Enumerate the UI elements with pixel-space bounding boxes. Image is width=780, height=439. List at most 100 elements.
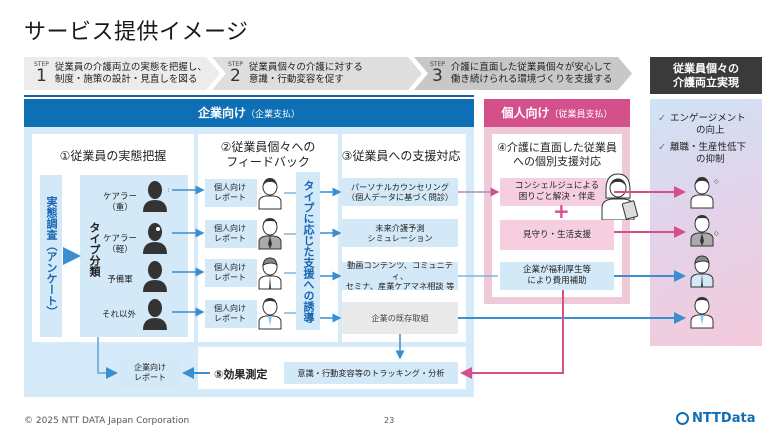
concierge-box: コンシェルジュによる困りごと解決・伴走 <box>500 178 614 206</box>
service-line: 未来介護予測 <box>375 222 425 233</box>
goal-check-text: エンゲージメント <box>669 113 746 124</box>
personal-sub: （従業員支払） <box>549 110 613 120</box>
section-2-title-line: ②従業員個々への <box>220 140 316 154</box>
type-name: それ以外 <box>101 310 136 320</box>
employee-man-icon <box>258 218 282 250</box>
section-3-title: ③従業員への支援対応 <box>341 149 461 163</box>
step-number: 1 <box>36 66 47 86</box>
goal-check-text: の向上 <box>696 125 725 136</box>
person-silhouette-icon: ⁝ <box>143 181 170 212</box>
happy-employee-icon <box>690 255 714 288</box>
section-4-title-line: ④介護に直面した従業員 <box>497 141 617 154</box>
report-line: 個人向け <box>214 263 246 272</box>
goal-check-text: の抑制 <box>696 154 725 165</box>
happy-employee-icon: ◇ <box>690 215 719 247</box>
step-label: STEP <box>34 61 49 68</box>
service-line: セミナ、産業ケアマネ相談 等 <box>345 281 455 292</box>
goal-title: 従業員個々の <box>673 61 739 75</box>
step-text: 意識・行動変容を促す <box>248 73 344 85</box>
corporate-report: 企業向けレポート <box>120 359 180 387</box>
step-text: 従業員個々の介護に対する <box>248 61 363 73</box>
goal-check-text: 離職・生産性低下 <box>669 142 746 153</box>
report-line: レポート <box>214 273 246 282</box>
section-5-title: ⑤効果測定 <box>214 368 268 381</box>
step-number: 3 <box>432 66 443 86</box>
logo-icon <box>676 412 689 425</box>
concierge-icon <box>601 173 639 220</box>
plus-icon: + <box>553 199 570 223</box>
section-4-title-line: への個別支援対応 <box>513 155 601 168</box>
copyright: © 2025 NTT DATA Japan Corporation <box>24 416 190 426</box>
service-counseling: パーソナルカウンセリング（個人データに基づく問診） <box>342 178 458 206</box>
report-line: 個人向け <box>214 304 246 313</box>
step-text: 介護に直面した従業員個々が安心して <box>450 61 613 73</box>
section-4-title: ④介護に直面した従業員への個別支援対応 <box>492 141 622 169</box>
report-line: レポート <box>214 234 246 243</box>
goal-header: 従業員個々の介護両立実現 <box>650 57 762 94</box>
type-classification-label: タイプ分類 <box>88 222 101 277</box>
service-line: （個人データに基づく問診） <box>346 192 454 202</box>
page-number: 23 <box>384 416 395 425</box>
type-name-line: ケアラー <box>102 234 137 244</box>
tracking-box: 意識・行動変容等のトラッキング・分析 <box>284 362 458 384</box>
subsidy-line: 企業が福利厚生等 <box>522 265 591 275</box>
happy-employee-icon: ◇ <box>690 177 719 209</box>
service-line: シミュレーション <box>367 233 433 243</box>
happy-employee-icon <box>690 297 714 329</box>
person-silhouette-icon <box>143 223 167 254</box>
survey-box: 実態調査（アンケート） <box>40 175 62 337</box>
company-logo: NTTData <box>676 411 755 426</box>
service-line: パーソナルカウンセリング <box>350 181 449 192</box>
section-1-title: ①従業員の実態把握 <box>59 149 167 163</box>
type-name: ケアラー（軽） <box>100 234 140 256</box>
subsidy-line: により費用補助 <box>527 276 587 286</box>
step-label: STEP <box>228 61 243 68</box>
step-label: STEP <box>430 61 445 68</box>
type-name-line: （重） <box>107 203 133 213</box>
step-text: 従業員の介護両立の実態を把握し、 <box>54 61 207 73</box>
report-line: 個人向け <box>214 224 246 233</box>
guidance-box: タイプに応じた支援への誘導 <box>296 172 320 330</box>
type-name-line: ケアラー <box>102 192 137 202</box>
step-text: 働き続けられる環境づくりを支援する <box>450 73 613 85</box>
corporate-sub: （企業支払） <box>246 110 301 120</box>
service-existing: 企業の既存取組 <box>342 302 458 334</box>
logo-text: NTTData <box>692 411 756 426</box>
goal-title: 介護両立実現 <box>673 75 739 89</box>
section-2-title-line: フィードバック <box>226 155 310 169</box>
concierge-line: 困りごと解決・伴走 <box>518 192 596 202</box>
watch-support-box: 見守り・生活支援 <box>500 220 614 250</box>
service-content: 動画コンテンツ、コミュニティ、セミナ、産業ケアマネ相談 等 <box>342 260 458 292</box>
type-name-line: （軽） <box>107 245 133 255</box>
corporate-header: 企業向け（企業支払） <box>24 99 474 127</box>
type-classification-box <box>80 175 188 337</box>
page-title: サービス提供イメージ <box>24 20 249 45</box>
personal-report: 個人向けレポート <box>205 259 257 287</box>
svg-text:◇: ◇ <box>714 230 719 237</box>
personal-report: 個人向けレポート <box>205 179 257 207</box>
section-2-title: ②従業員個々へのフィードバック <box>198 140 338 170</box>
personal-title: 個人向け <box>501 106 550 120</box>
employee-woman-icon <box>258 298 282 330</box>
svg-text:◇: ◇ <box>714 178 719 185</box>
personal-report: 個人向けレポート <box>205 220 257 248</box>
svg-text:⁝: ⁝ <box>168 188 170 194</box>
employee-man-icon <box>258 257 282 290</box>
person-silhouette-icon <box>143 299 167 330</box>
report-line: レポート <box>134 373 166 382</box>
employee-woman-icon <box>258 178 282 210</box>
personal-report: 個人向けレポート <box>205 300 257 328</box>
person-silhouette-icon <box>143 261 167 292</box>
personal-header: 個人向け（従業員支払） <box>484 99 630 127</box>
goal-check-item: ✓離職・生産性低下 の抑制 <box>658 142 746 166</box>
report-line: 個人向け <box>214 183 246 192</box>
service-simulation: 未来介護予測シミュレーション <box>342 219 458 247</box>
step-number: 2 <box>230 66 241 86</box>
divider <box>24 95 474 97</box>
report-line: レポート <box>214 193 246 202</box>
service-line: 動画コンテンツ、コミュニティ、 <box>347 260 453 281</box>
check-icon: ✓ <box>658 142 666 153</box>
